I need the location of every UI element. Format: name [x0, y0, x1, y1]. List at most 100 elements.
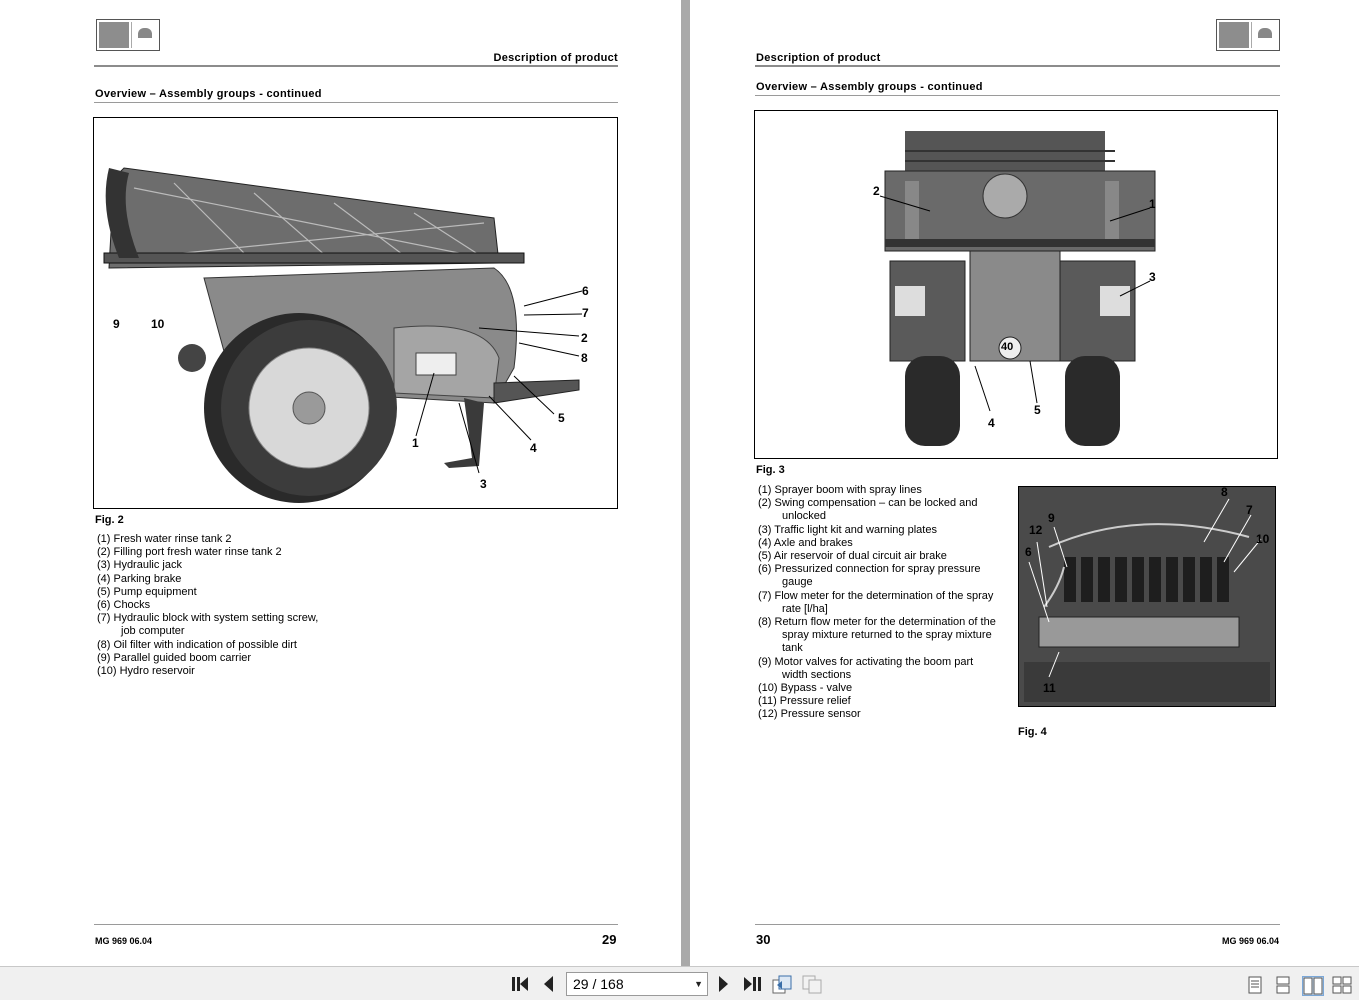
- fig2-callout: 6: [582, 284, 589, 298]
- fig4-callout: 6: [1025, 545, 1032, 559]
- legend-item: (2) Swing compensation – can be locked a…: [758, 497, 978, 510]
- legend-item: (3) Hydraulic jack: [97, 559, 182, 572]
- legend-item: spray mixture returned to the spray mixt…: [782, 629, 992, 642]
- next-page-icon: [719, 976, 728, 992]
- fig4-callout: 12: [1029, 523, 1043, 537]
- legend-item: rate [l/ha]: [782, 602, 828, 615]
- legend-item: (11) Pressure relief: [758, 695, 851, 708]
- legend-item: tank: [782, 642, 803, 655]
- footer-divider: [94, 924, 618, 925]
- go-back-button[interactable]: [772, 975, 792, 994]
- fig4-callout: 10: [1256, 532, 1270, 546]
- sprayer-side-illustration: [103, 167, 583, 503]
- legend-item: (5) Air reservoir of dual circuit air br…: [758, 550, 947, 563]
- legend-item: (9) Motor valves for activating the boom…: [758, 655, 974, 668]
- last-page-icon: [744, 977, 761, 991]
- section-divider: [755, 95, 1280, 96]
- document-viewer[interactable]: Description of product Overview – Assemb…: [0, 0, 1359, 966]
- figure-4-valve-block: [1018, 486, 1276, 707]
- fig2-callout: 4: [530, 441, 537, 455]
- figure-3-caption: Fig. 3: [756, 464, 785, 476]
- amazone-logo: [1216, 19, 1280, 51]
- legend-item: (9) Parallel guided boom carrier: [97, 651, 252, 664]
- legend-item: (1) Sprayer boom with spray lines: [758, 484, 922, 496]
- section-heading: Overview – Assembly groups - continued: [756, 81, 983, 93]
- continuous-facing-view-button[interactable]: [1332, 976, 1352, 994]
- previous-page-button[interactable]: [540, 975, 560, 993]
- figure-3-legend: (1) Sprayer boom with spray lines(2) Swi…: [758, 484, 996, 722]
- legend-item: (3) Traffic light kit and warning plates: [758, 523, 937, 536]
- fig4-callout: 9: [1048, 511, 1055, 525]
- legend-item: unlocked: [782, 510, 827, 523]
- figure-4-caption: Fig. 4: [1018, 726, 1047, 738]
- page-indicator: 29 / 168: [573, 976, 624, 992]
- legend-item: job computer: [121, 625, 185, 638]
- go-forward-icon: [802, 975, 822, 994]
- legend-item: gauge: [782, 576, 813, 589]
- dropdown-arrow-icon: ▼: [694, 979, 703, 989]
- legend-item: (10) Bypass - valve: [758, 682, 853, 695]
- header-divider: [755, 65, 1280, 67]
- fig4-callout: 11: [1043, 681, 1056, 695]
- single-page-view-button[interactable]: [1248, 976, 1262, 994]
- figure-2-caption: Fig. 2: [95, 514, 124, 526]
- page-30: Description of product Overview – Assemb…: [690, 0, 1359, 966]
- legend-item: (7) Flow meter for the determination of …: [758, 589, 994, 602]
- fig3-callout: 5: [1034, 403, 1041, 417]
- valve-block-illustration: [1019, 487, 1275, 706]
- figure-2-sprayer-side-view: [93, 117, 618, 509]
- legend-item: (7) Hydraulic block with system setting …: [97, 612, 319, 625]
- continuous-view-icon: [1276, 976, 1290, 994]
- fig4-callout: 8: [1221, 485, 1228, 499]
- section-divider: [94, 102, 618, 103]
- page-header-title: Description of product: [493, 52, 618, 64]
- last-page-button[interactable]: [742, 975, 762, 993]
- legend-item: (10) Hydro reservoir: [97, 665, 195, 678]
- legend-item: (8) Return flow meter for the determinat…: [758, 616, 996, 629]
- fig2-callout: 8: [581, 351, 588, 365]
- facing-pages-view-button[interactable]: [1302, 976, 1324, 996]
- fig4-callout: 7: [1246, 503, 1253, 517]
- first-page-button[interactable]: [510, 975, 530, 993]
- fig2-callout: 5: [558, 411, 565, 425]
- continuous-facing-view-icon: [1332, 976, 1352, 994]
- page-29: Description of product Overview – Assemb…: [0, 0, 681, 966]
- previous-page-icon: [544, 976, 553, 992]
- first-page-icon: [512, 977, 528, 991]
- section-heading: Overview – Assembly groups - continued: [95, 88, 322, 100]
- fig2-callout: 1: [412, 436, 419, 450]
- fig2-callout: 9: [113, 317, 120, 331]
- single-page-view-icon: [1248, 976, 1262, 994]
- legend-item: (12) Pressure sensor: [758, 708, 861, 721]
- fig3-callout: 1: [1149, 197, 1156, 211]
- page-number: 29: [602, 932, 617, 947]
- facing-pages-view-icon: [1303, 977, 1323, 995]
- amazone-logo: [96, 19, 160, 51]
- continuous-view-button[interactable]: [1276, 976, 1290, 994]
- sprayer-rear-illustration: [879, 131, 1156, 446]
- document-code: MG 969 06.04: [1221, 936, 1279, 946]
- go-forward-button[interactable]: [802, 975, 822, 994]
- fig3-callout: 3: [1149, 270, 1156, 284]
- figure-2-legend: (1) Fresh water rinse tank 2(2) Filling …: [97, 533, 318, 678]
- page-number: 30: [756, 932, 771, 947]
- legend-item: (4) Axle and brakes: [758, 536, 853, 549]
- legend-item: (1) Fresh water rinse tank 2: [97, 533, 232, 545]
- legend-item: (4) Parking brake: [97, 572, 182, 585]
- legend-item: (6) Pressurized connection for spray pre…: [758, 563, 981, 576]
- navigation-toolbar: 29 / 168 ▼: [0, 966, 1359, 1000]
- next-page-button[interactable]: [714, 975, 734, 993]
- figure-3-sprayer-rear-view: [754, 110, 1278, 459]
- legend-item: (5) Pump equipment: [97, 585, 197, 598]
- fig2-callout: 7: [582, 306, 589, 320]
- speed-plate-text: 40: [1001, 341, 1014, 353]
- go-back-icon: [772, 975, 792, 994]
- fig2-callout: 10: [151, 317, 165, 331]
- footer-divider: [755, 924, 1280, 925]
- document-code: MG 969 06.04: [95, 936, 153, 946]
- fig2-callout: 2: [581, 331, 588, 345]
- page-number-select[interactable]: 29 / 168 ▼: [566, 972, 708, 996]
- legend-item: (6) Chocks: [97, 599, 151, 612]
- fig2-callout: 3: [480, 477, 487, 491]
- legend-item: (8) Oil filter with indication of possib…: [97, 638, 297, 651]
